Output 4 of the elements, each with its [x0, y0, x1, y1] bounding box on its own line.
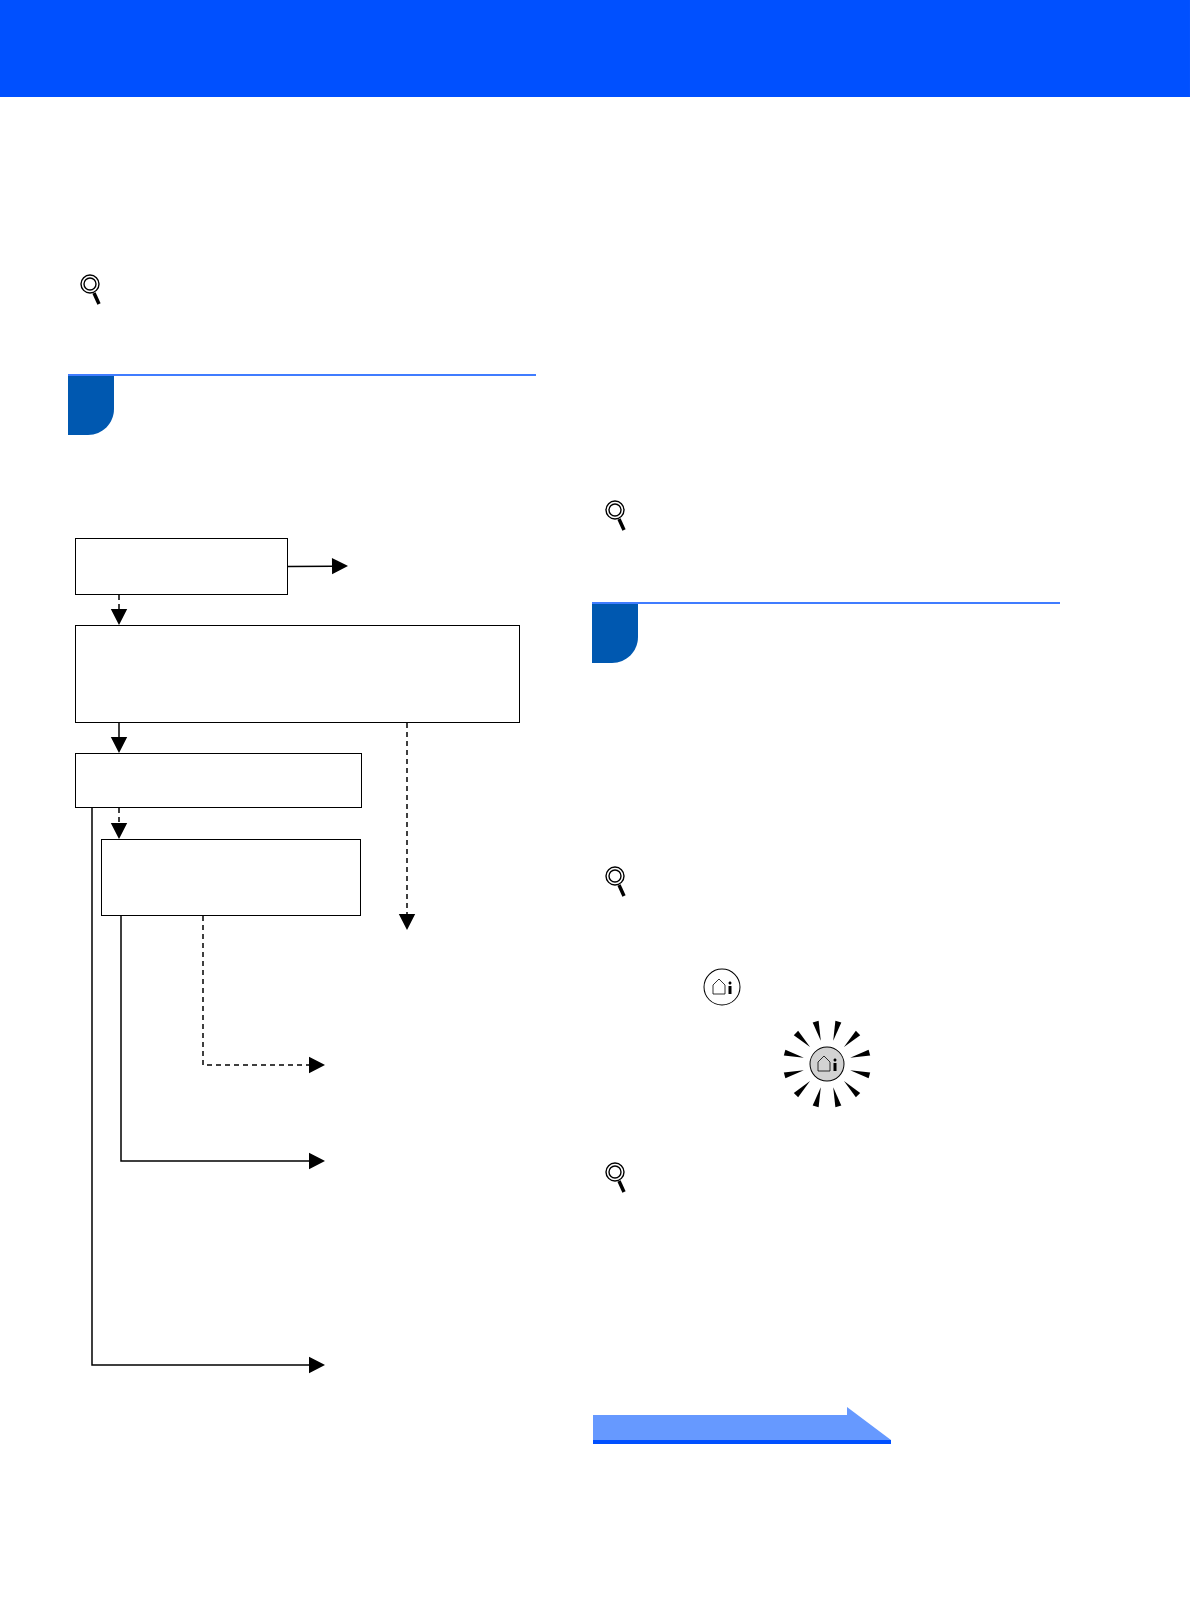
flow-box [75, 753, 362, 808]
flow-box [101, 839, 361, 916]
flow-box [75, 538, 288, 595]
flow-box [75, 625, 520, 723]
